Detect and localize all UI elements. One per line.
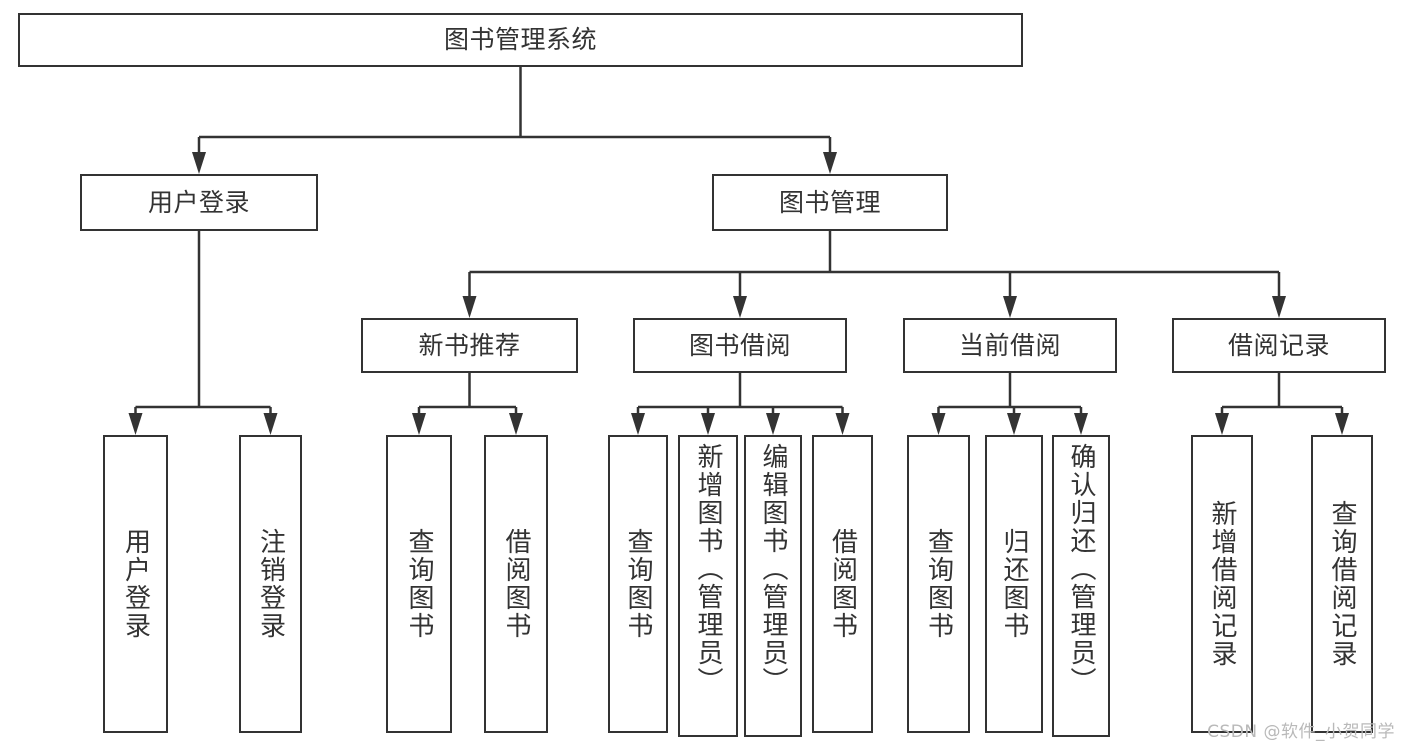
leaf-add-book-label: 新增图书（管理员） [693,443,723,695]
node-user-login-label: 用户登录 [147,187,250,217]
leaf-logout-label: 注销登录 [255,528,286,640]
node-root[interactable]: 图书管理系统 [18,13,1023,67]
node-root-label: 图书管理系统 [443,25,597,55]
node-user-login[interactable]: 用户登录 [80,174,318,231]
leaf-return-book-label: 归还图书 [999,528,1029,640]
leaf-query-book-1-label: 查询图书 [404,528,434,640]
leaf-user-login[interactable]: 用户登录 [103,435,168,733]
leaf-borrow-book-1-label: 借阅图书 [501,528,531,640]
node-current-borrow[interactable]: 当前借阅 [903,318,1117,373]
leaf-query-borrow-record-label: 查询借阅记录 [1327,500,1357,668]
node-book-manage[interactable]: 图书管理 [712,174,948,231]
leaf-add-borrow-record[interactable]: 新增借阅记录 [1191,435,1253,733]
csdn-watermark: CSDN @软件_小贺同学 [1207,722,1395,742]
leaf-borrow-book-1[interactable]: 借阅图书 [484,435,548,733]
leaf-edit-book-label: 编辑图书（管理员） [758,443,788,695]
leaf-return-book[interactable]: 归还图书 [985,435,1043,733]
leaf-query-book-3-label: 查询图书 [923,528,954,640]
leaf-query-book-2-label: 查询图书 [623,528,653,640]
node-book-manage-label: 图书管理 [778,187,881,217]
leaf-borrow-book-2-label: 借阅图书 [827,528,858,640]
leaf-confirm-return-label: 确认归还（管理员） [1066,443,1096,695]
node-borrow-record-label: 借阅记录 [1227,330,1330,360]
leaf-add-book[interactable]: 新增图书（管理员） [678,435,738,737]
node-new-book-recommend[interactable]: 新书推荐 [361,318,578,373]
leaf-borrow-book-2[interactable]: 借阅图书 [812,435,873,733]
node-borrow-record[interactable]: 借阅记录 [1172,318,1386,373]
leaf-query-book-1[interactable]: 查询图书 [386,435,452,733]
node-current-borrow-label: 当前借阅 [958,330,1061,360]
leaf-query-borrow-record[interactable]: 查询借阅记录 [1311,435,1373,733]
leaf-confirm-return[interactable]: 确认归还（管理员） [1052,435,1110,737]
node-new-book-recommend-label: 新书推荐 [418,330,521,360]
leaf-query-book-2[interactable]: 查询图书 [608,435,668,733]
leaf-logout[interactable]: 注销登录 [239,435,302,733]
leaf-add-borrow-record-label: 新增借阅记录 [1207,500,1237,668]
node-book-borrow[interactable]: 图书借阅 [633,318,847,373]
node-book-borrow-label: 图书借阅 [688,330,791,360]
leaf-query-book-3[interactable]: 查询图书 [907,435,970,733]
leaf-user-login-label: 用户登录 [120,528,151,640]
leaf-edit-book[interactable]: 编辑图书（管理员） [744,435,802,737]
